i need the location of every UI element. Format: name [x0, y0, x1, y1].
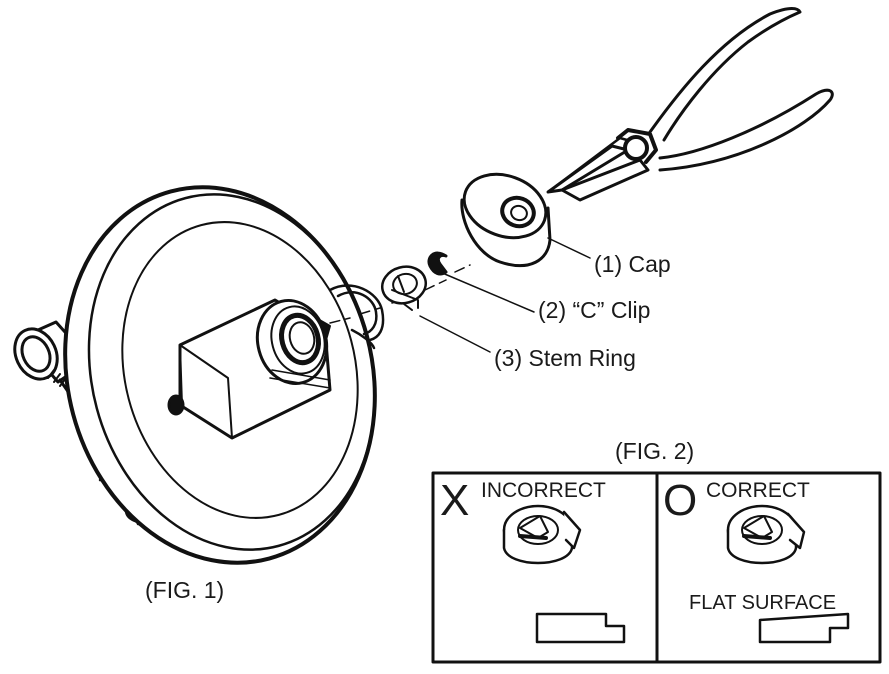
- flat-surface-label: FLAT SURFACE: [689, 592, 836, 614]
- fig2-panel: [431, 471, 882, 664]
- correct-mark: O: [663, 476, 697, 525]
- valve-body-assembly: [13, 185, 377, 565]
- incorrect-mark: X: [440, 476, 469, 525]
- cap: [460, 172, 552, 268]
- stem-ring: [328, 284, 385, 350]
- incorrect-profile: [535, 612, 626, 644]
- correct-label: CORRECT: [706, 479, 810, 502]
- fig1-caption: (FIG. 1): [145, 577, 224, 603]
- stem-ring-leader: [419, 315, 491, 353]
- label-stem-ring: (3) Stem Ring: [494, 345, 636, 371]
- incorrect-label: INCORRECT: [481, 479, 606, 502]
- fig2-caption: (FIG. 2): [615, 438, 694, 464]
- stem-ring-insert: [380, 265, 428, 311]
- c-clip: [427, 251, 448, 276]
- c-clip-leader: [439, 271, 535, 313]
- valve-stem: [288, 321, 316, 355]
- label-c-clip: (2) “C” Clip: [538, 297, 650, 323]
- cap-leader: [547, 237, 591, 259]
- pliers-tool: [546, 7, 834, 202]
- correct-profile: [758, 612, 850, 644]
- incorrect-ring-illustration: [502, 504, 582, 565]
- pliers-pivot: [623, 135, 649, 161]
- correct-ring-illustration: [726, 504, 806, 565]
- label-cap: (1) Cap: [594, 251, 671, 277]
- valve-port: [167, 394, 185, 416]
